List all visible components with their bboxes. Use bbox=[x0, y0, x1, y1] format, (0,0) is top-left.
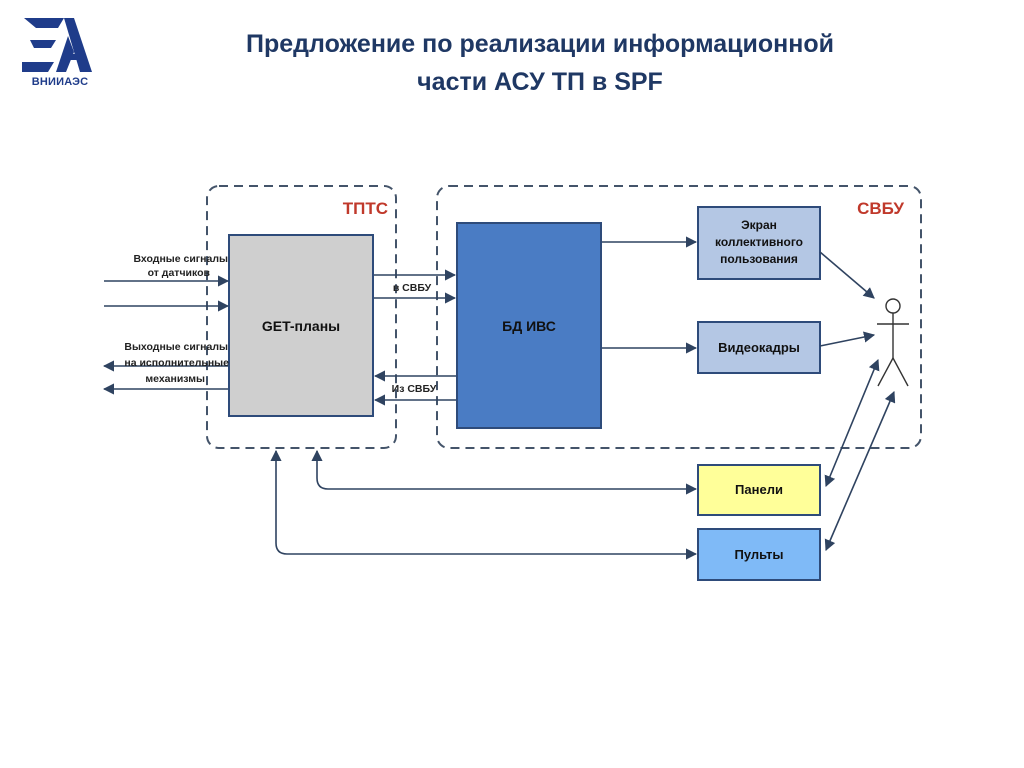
bd-ivs-label: БД ИВС bbox=[502, 318, 556, 334]
consoles-block bbox=[697, 528, 821, 581]
get-panels-connector bbox=[311, 449, 698, 495]
collective-screen-block bbox=[697, 206, 821, 280]
svbu-group-frame bbox=[436, 185, 922, 449]
collective-screen-label-2: коллективного bbox=[715, 235, 803, 249]
to-svbu-label: в СВБУ bbox=[393, 282, 432, 294]
page-title-line1: Предложение по реализации информационной bbox=[246, 30, 834, 58]
get-plans-block bbox=[228, 234, 374, 417]
videoframes-to-operator-arrow bbox=[819, 331, 876, 347]
videoframes-block bbox=[697, 321, 821, 374]
operator-consoles-arrow bbox=[824, 390, 896, 552]
output-signals-label-1: Выходные сигналы bbox=[124, 341, 228, 353]
tptc-group-title: ТПТС bbox=[343, 199, 388, 218]
from-svbu-label: Из СВБУ bbox=[392, 383, 437, 395]
panels-label: Панели bbox=[735, 482, 783, 497]
videoframes-label: Видеокадры bbox=[718, 340, 800, 355]
operator-panels-arrow bbox=[824, 358, 880, 488]
page-title-line2: части АСУ ТП в SPF bbox=[417, 67, 663, 96]
screen-to-operator-arrow bbox=[819, 251, 875, 299]
vniiaes-logo-icon bbox=[22, 18, 92, 72]
panels-block bbox=[697, 464, 821, 516]
output-signals-label-3: механизмы bbox=[145, 373, 205, 385]
collective-screen-label-3: пользования bbox=[720, 252, 798, 266]
consoles-label: Пульты bbox=[735, 547, 784, 562]
bd-ivs-block bbox=[456, 222, 602, 429]
input-signals-label-2: от датчиков bbox=[148, 267, 211, 279]
tptc-group-frame bbox=[206, 185, 397, 449]
get-plans-label: GET-планы bbox=[262, 318, 340, 334]
svbu-group-title: СВБУ bbox=[857, 199, 904, 218]
collective-screen-label-1: Экран bbox=[741, 218, 777, 232]
operator-person-icon bbox=[877, 298, 909, 387]
logo-caption: ВНИИАЭС bbox=[31, 76, 89, 88]
get-consoles-connector bbox=[270, 449, 698, 560]
output-signals-label-2: на исполнительные bbox=[124, 357, 229, 369]
input-signals-label-1: Входные сигналы bbox=[133, 253, 228, 265]
page-title: Предложение по реализации информационной… bbox=[140, 26, 940, 101]
